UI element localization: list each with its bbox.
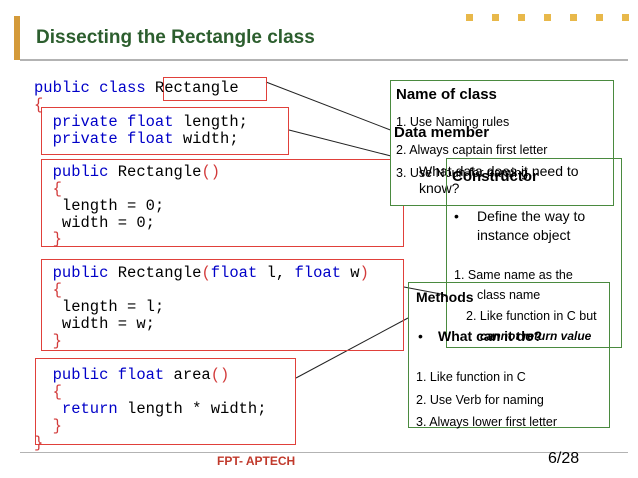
methods-item: 3. Always lower first letter [416,415,558,429]
keyword: public float [34,366,174,384]
keyword: public [34,264,118,282]
keyword: private float [34,113,183,131]
field-name: length; [182,113,248,131]
name-of-class-item: 1. Use Naming rules [396,115,510,129]
code-line: length = 0; [34,197,165,215]
accent-dot [622,14,629,21]
code-line: public Rectangle() [34,164,220,181]
name-of-class-item: 2. Always captain first letter [396,143,548,157]
parameter: l, [257,264,295,282]
accent-dot [518,14,525,21]
keyword: public class [34,79,155,97]
code-line: public Rectangle(float l, float w) [34,265,369,282]
name-of-class-item: 3. Use Noun for naming [396,166,529,180]
name-of-class-title: Name of class [396,86,497,103]
keyword: private float [34,130,183,148]
return-expression: length * width; [127,400,267,418]
code-line: return length * width; [34,401,267,418]
constructor-callout [446,158,622,348]
footer-divider [20,452,628,453]
code-line: } [34,434,44,452]
code-line: { [34,96,44,114]
field-name: width; [182,130,239,148]
code-line: public class Rectangle [34,80,239,97]
code-line: width = 0; [34,214,155,232]
constructor-desc: Define the way to [477,208,586,224]
method-highlight [35,358,296,445]
parameter: w [341,264,360,282]
constructor-item: 1. Same name as the [454,268,573,282]
code-line: private float width; [34,131,239,148]
accent-dot [492,14,499,21]
method-name: area [173,366,211,384]
methods-question: What can it do? [438,328,543,344]
parentheses: () [210,366,230,384]
footer-text: FPT- APTECH [217,454,296,468]
code-line: width = w; [34,315,155,333]
methods-item: 2. Use Verb for naming [416,393,544,407]
title-divider [20,59,628,61]
methods-title: Methods [416,289,474,305]
data-member-question: What data does it need to [419,163,579,179]
code-line: { [34,383,62,401]
title-accent-bar [14,16,20,60]
keyword: float [210,264,258,282]
code-line: private float length; [34,114,248,131]
keyword: float [294,264,341,282]
bullet-glyph: • [418,328,423,344]
constructor-title: Constructor [452,168,538,185]
code-line: length = l; [34,298,165,316]
constructor-item: 2. Like function in C but [466,309,597,323]
accent-dot [544,14,551,21]
parentheses: () [201,163,221,181]
accent-dot [466,14,473,21]
methods-callout [408,282,610,428]
bullet-glyph: • [454,208,459,224]
slide-title: Dissecting the Rectangle class [36,27,315,48]
code-line: { [34,180,62,198]
data-member-title: Data member [394,124,490,141]
methods-item: 1. Like function in C [416,370,526,384]
constructor-item: class name [477,288,541,302]
data-member-highlight [41,107,289,155]
class-name-token: Rectangle [154,79,239,97]
constructor-desc: instance object [477,227,571,243]
data-member-question: know? [419,180,460,196]
keyword: return [34,400,128,418]
code-line: { [34,281,62,299]
page-number: 6/28 [548,450,580,467]
accent-dot [596,14,603,21]
constructor-name: Rectangle [117,163,202,181]
name-of-class-callout [390,80,614,206]
code-line: } [34,417,62,435]
class-name-highlight [163,77,267,101]
constructor-name: Rectangle [117,264,202,282]
accent-dot [570,14,577,21]
parentheses: ) [359,264,369,282]
code-line: public float area() [34,366,230,384]
code-line: } [34,332,62,350]
parentheses: ( [201,264,211,282]
constructor-item: cannot return value [480,329,592,343]
keyword: public [34,163,118,181]
param-constructor-highlight [41,259,404,351]
code-line: } [34,230,62,248]
